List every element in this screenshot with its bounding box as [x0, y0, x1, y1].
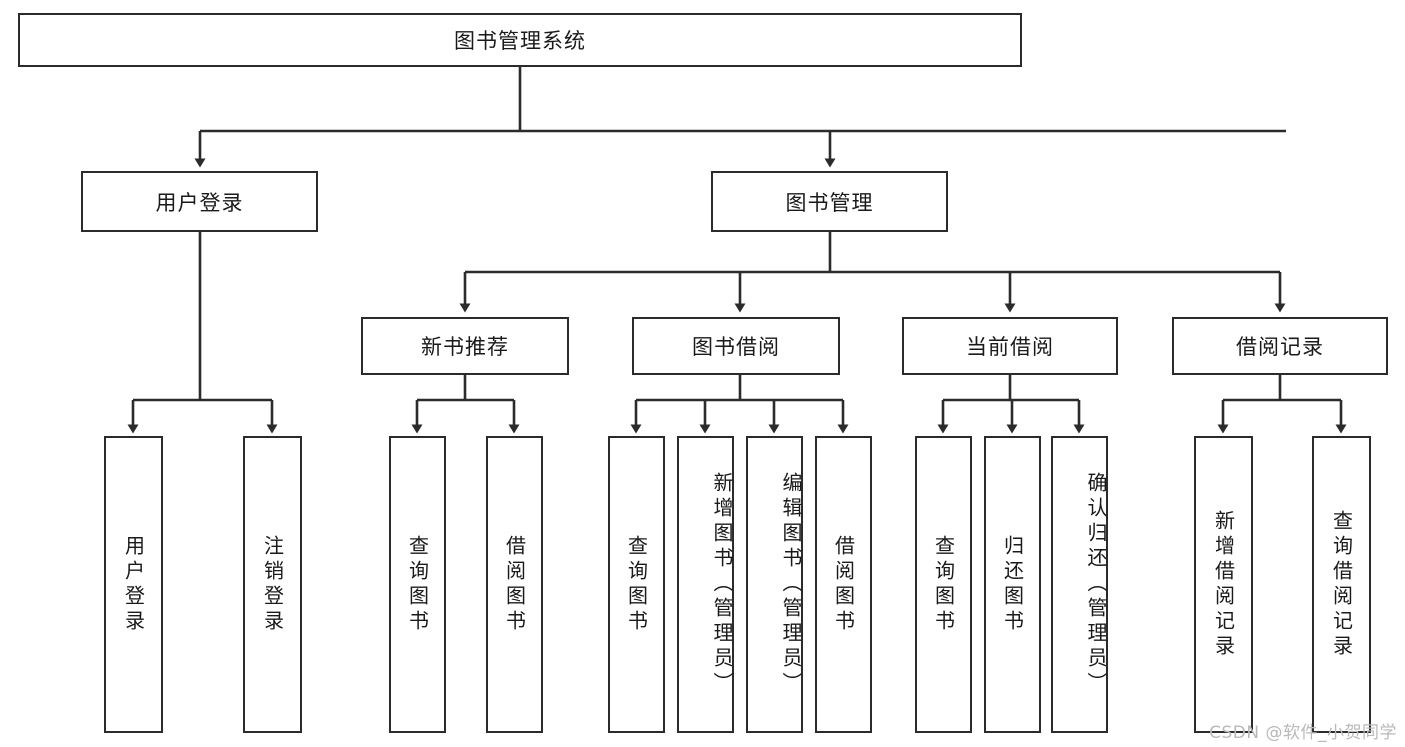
node-root[interactable]: 图书管理系统: [18, 13, 1022, 67]
node-label: 用户登录: [121, 534, 146, 635]
leaf-user-login[interactable]: 用户登录: [104, 436, 163, 733]
leaf-edit-book-admin[interactable]: 编辑图书（管理员）: [746, 436, 803, 733]
leaf-query-borrow-record[interactable]: 查询借阅记录: [1312, 436, 1371, 733]
node-label: 查询图书: [405, 534, 430, 635]
leaf-query-books-recommend[interactable]: 查询图书: [389, 436, 446, 733]
node-new-book-recommendation[interactable]: 新书推荐: [361, 317, 569, 375]
csdn-watermark: CSDN @软件_小贺同学: [1209, 723, 1397, 743]
leaf-query-books-current[interactable]: 查询图书: [915, 436, 972, 733]
node-label: 新增借阅记录: [1211, 509, 1236, 660]
node-label: 确认归还（管理员）: [1084, 472, 1108, 697]
node-borrow-records[interactable]: 借阅记录: [1172, 317, 1388, 375]
node-current-borrowing[interactable]: 当前借阅: [902, 317, 1118, 375]
node-label: 查询图书: [931, 534, 956, 635]
node-book-borrowing[interactable]: 图书借阅: [632, 317, 840, 375]
node-label: 注销登录: [260, 534, 285, 635]
node-label: 查询图书: [624, 534, 649, 635]
node-label: 借阅记录: [1236, 335, 1324, 359]
leaf-add-book-admin[interactable]: 新增图书（管理员）: [677, 436, 734, 733]
node-label: 编辑图书（管理员）: [779, 472, 803, 697]
leaf-add-borrow-record[interactable]: 新增借阅记录: [1194, 436, 1253, 733]
node-label: 归还图书: [1000, 534, 1025, 635]
node-label: 新书推荐: [421, 335, 509, 359]
leaf-return-books[interactable]: 归还图书: [984, 436, 1041, 733]
leaf-borrow-books-borrowing[interactable]: 借阅图书: [815, 436, 872, 733]
node-label: 借阅图书: [831, 534, 856, 635]
node-label: 图书管理系统: [454, 29, 586, 53]
node-label: 图书借阅: [692, 335, 780, 359]
node-label: 用户登录: [155, 190, 244, 215]
node-label: 借阅图书: [502, 534, 527, 635]
leaf-query-books-borrowing[interactable]: 查询图书: [608, 436, 665, 733]
node-label: 新增图书（管理员）: [710, 472, 734, 697]
node-label: 查询借阅记录: [1329, 509, 1354, 660]
leaf-borrow-books-recommend[interactable]: 借阅图书: [486, 436, 543, 733]
node-label: 图书管理: [785, 190, 874, 215]
node-book-management[interactable]: 图书管理: [711, 171, 948, 232]
leaf-confirm-return-admin[interactable]: 确认归还（管理员）: [1051, 436, 1108, 733]
node-user-login[interactable]: 用户登录: [81, 171, 318, 232]
node-label: 当前借阅: [966, 335, 1054, 359]
leaf-logout[interactable]: 注销登录: [243, 436, 302, 733]
